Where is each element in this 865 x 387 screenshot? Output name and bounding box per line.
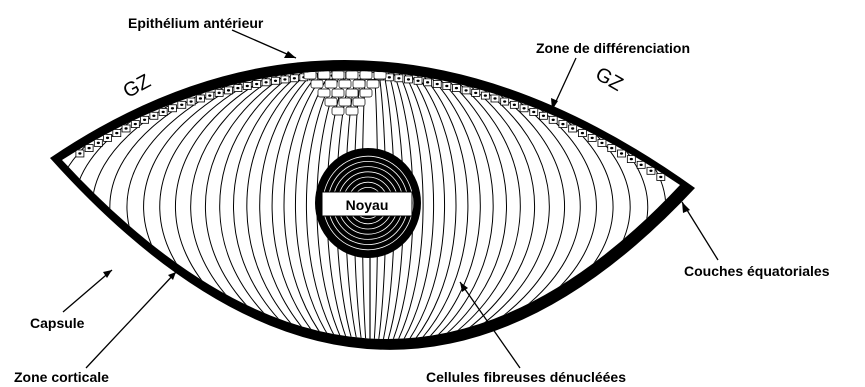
denucleated-fibers-label: Cellules fibreuses dénucléées: [426, 369, 626, 385]
gz-left-label: GZ: [120, 70, 155, 102]
equatorial-layers-label: Couches équatoriales: [684, 263, 830, 279]
capsule-label: Capsule: [30, 315, 85, 331]
lens-nucleus: Noyau: [315, 148, 421, 258]
gz-right-label: GZ: [592, 63, 627, 96]
differentiation-zone-label: Zone de différenciation: [536, 40, 690, 56]
nucleus-label: Noyau: [346, 197, 389, 213]
anterior-epithelium-label: Epithélium antérieur: [128, 15, 264, 31]
cortical-zone-label: Zone corticale: [14, 369, 109, 385]
